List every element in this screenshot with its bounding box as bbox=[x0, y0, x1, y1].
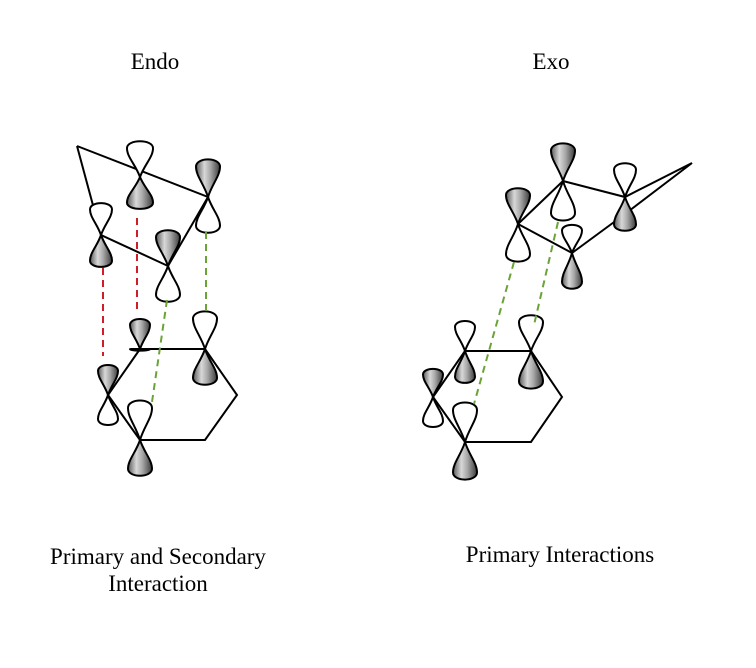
p-orbital bbox=[612, 162, 638, 232]
shaded-orbital-lobe bbox=[191, 345, 219, 386]
exo-orbitals bbox=[421, 142, 638, 481]
shaded-orbital-lobe bbox=[517, 347, 545, 390]
open-orbital-lobe bbox=[191, 310, 219, 353]
p-orbital bbox=[126, 399, 154, 477]
shaded-orbital-lobe bbox=[612, 193, 638, 232]
open-orbital-lobe bbox=[560, 223, 584, 256]
exo-caption: Primary Interactions bbox=[465, 542, 655, 567]
open-orbital-lobe bbox=[421, 393, 445, 428]
open-orbital-lobe bbox=[517, 314, 545, 355]
exo-panel bbox=[421, 142, 693, 481]
endo-title: Endo bbox=[130, 49, 180, 74]
open-orbital-lobe bbox=[154, 262, 182, 303]
p-orbital bbox=[504, 187, 532, 263]
open-orbital-lobe bbox=[88, 202, 114, 239]
shaded-orbital-lobe bbox=[125, 174, 155, 210]
shaded-orbital-lobe bbox=[88, 231, 114, 268]
shaded-orbital-lobe bbox=[194, 158, 222, 201]
endo-panel bbox=[76, 140, 239, 477]
endo-caption-line-1: Primary and Secondary bbox=[50, 544, 266, 569]
shaded-orbital-lobe bbox=[154, 229, 182, 270]
open-orbital-lobe bbox=[125, 140, 155, 180]
open-orbital-lobe bbox=[126, 399, 154, 444]
exo-diene-ring bbox=[431, 350, 564, 443]
p-orbital bbox=[421, 367, 445, 428]
shaded-orbital-lobe bbox=[504, 187, 532, 228]
shaded-orbital-lobe bbox=[549, 142, 577, 185]
open-orbital-lobe bbox=[128, 347, 152, 352]
open-orbital-lobe bbox=[451, 401, 479, 446]
endo-diene-ring bbox=[106, 348, 239, 441]
open-orbital-lobe bbox=[453, 320, 477, 355]
p-orbital bbox=[549, 142, 577, 222]
endo-orbitals bbox=[88, 140, 222, 477]
p-orbital bbox=[96, 364, 120, 426]
shaded-orbital-lobe bbox=[421, 367, 445, 400]
shaded-orbital-lobe bbox=[128, 318, 152, 353]
shaded-orbital-lobe bbox=[451, 438, 479, 481]
exo-title: Exo bbox=[532, 49, 570, 74]
shaded-orbital-lobe bbox=[560, 249, 584, 290]
endo-caption: Primary and Secondary Interaction bbox=[18, 543, 298, 597]
open-orbital-lobe bbox=[612, 162, 638, 201]
open-orbital-lobe bbox=[194, 193, 222, 234]
open-orbital-lobe bbox=[549, 177, 577, 222]
endo-primary-interaction bbox=[151, 299, 168, 403]
p-orbital bbox=[128, 318, 152, 353]
exo-primary-interaction bbox=[473, 261, 515, 405]
p-orbital bbox=[154, 229, 182, 303]
p-orbital bbox=[560, 223, 584, 290]
p-orbital bbox=[451, 401, 479, 481]
exo-dienophile-bonds bbox=[517, 162, 693, 255]
shaded-orbital-lobe bbox=[453, 347, 477, 384]
p-orbital bbox=[125, 140, 155, 210]
p-orbital bbox=[191, 310, 219, 386]
p-orbital bbox=[453, 320, 477, 384]
shaded-orbital-lobe bbox=[126, 436, 154, 477]
p-orbital bbox=[88, 202, 114, 268]
p-orbital bbox=[194, 158, 222, 234]
exo-primary-interaction bbox=[533, 221, 559, 326]
shaded-orbital-lobe bbox=[96, 364, 120, 399]
open-orbital-lobe bbox=[96, 391, 120, 426]
p-orbital bbox=[517, 314, 545, 390]
open-orbital-lobe bbox=[504, 220, 532, 263]
endo-caption-line-2: Interaction bbox=[108, 571, 208, 596]
